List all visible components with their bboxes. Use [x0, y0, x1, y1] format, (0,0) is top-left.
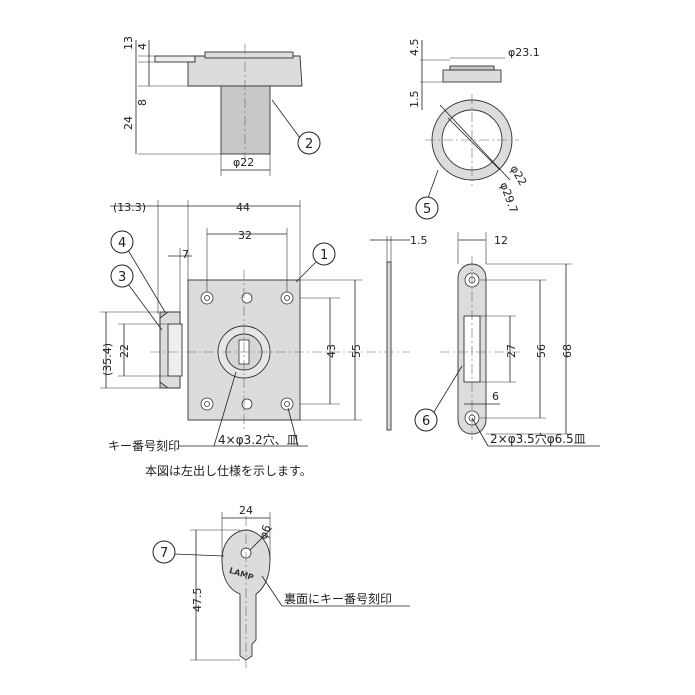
round-view: 4.5 φ23.1 1.5 φ22 φ29.7 5 [408, 39, 540, 220]
dim-phi6: φ6 [257, 523, 274, 541]
dim-4-5: 4.5 [408, 39, 421, 57]
dim-55: 55 [350, 344, 363, 358]
top-cylinder [220, 85, 271, 155]
callout-4 [110, 230, 134, 254]
callout-3 [110, 264, 134, 288]
callout-2 [297, 131, 321, 155]
dim-7: 7 [182, 248, 189, 261]
thin-plate [386, 261, 392, 431]
key-number-label: キー番号刻印 [108, 439, 180, 453]
strike-holes-label: 2×φ3.5穴φ6.5皿 [490, 431, 586, 446]
dim-6: 6 [492, 390, 499, 403]
ring-profile [442, 69, 502, 83]
svg-text:5: 5 [423, 202, 431, 217]
dim-1-5-round: 1.5 [408, 91, 421, 109]
dim-24: 24 [122, 116, 135, 130]
dim-1-5-plate: 1.5 [410, 234, 428, 247]
key-back-label: 裏面にキー番号刻印 [284, 591, 392, 606]
dim-35-4: (35.4) [101, 343, 114, 376]
strike-plate: 12 27 56 68 6 6 2×φ3.5穴φ6.5皿 [414, 232, 600, 447]
dim-43: 43 [325, 344, 338, 358]
dim-56: 56 [535, 344, 548, 358]
svg-text:1: 1 [320, 248, 328, 263]
top-flange-lip [204, 51, 294, 59]
side-plate: 1.5 [370, 234, 428, 431]
holes-label: 4×φ3.2穴、皿 [218, 432, 299, 447]
top-view: 13 4 8 24 φ22 2 [122, 36, 321, 176]
dim-4: 4 [136, 43, 149, 50]
svg-text:2: 2 [305, 137, 313, 152]
front-view: (13.3) 44 32 7 (35.4) 22 43 55 1 4 [100, 200, 410, 478]
dim-13: 13 [122, 36, 135, 50]
dim-27: 27 [505, 344, 518, 358]
callout-6 [414, 408, 438, 432]
key: LAMP 24 φ6 47.5 7 裏面にキー番号刻印 [152, 504, 410, 668]
callout-7 [152, 540, 176, 564]
svg-text:6: 6 [422, 414, 430, 429]
callout-1 [312, 242, 336, 266]
dim-47-5: 47.5 [191, 588, 204, 613]
svg-text:7: 7 [160, 546, 168, 561]
dim-44: 44 [236, 201, 250, 214]
dim-13-3: (13.3) [113, 201, 146, 214]
svg-text:4: 4 [118, 236, 126, 251]
dim-8: 8 [136, 99, 149, 106]
dim-phi22: φ22 [233, 156, 254, 169]
left-spec-note: 本図は左出し仕様を示します。 [145, 463, 312, 478]
dim-32: 32 [238, 229, 252, 242]
top-thin-plate [154, 55, 196, 63]
dim-22-front: 22 [118, 344, 131, 358]
callout-5 [415, 196, 439, 220]
dim-68: 68 [561, 344, 574, 358]
dim-24-key: 24 [239, 504, 253, 517]
dim-12: 12 [494, 234, 508, 247]
svg-text:3: 3 [118, 270, 126, 285]
dim-phi23-1: φ23.1 [508, 46, 540, 59]
